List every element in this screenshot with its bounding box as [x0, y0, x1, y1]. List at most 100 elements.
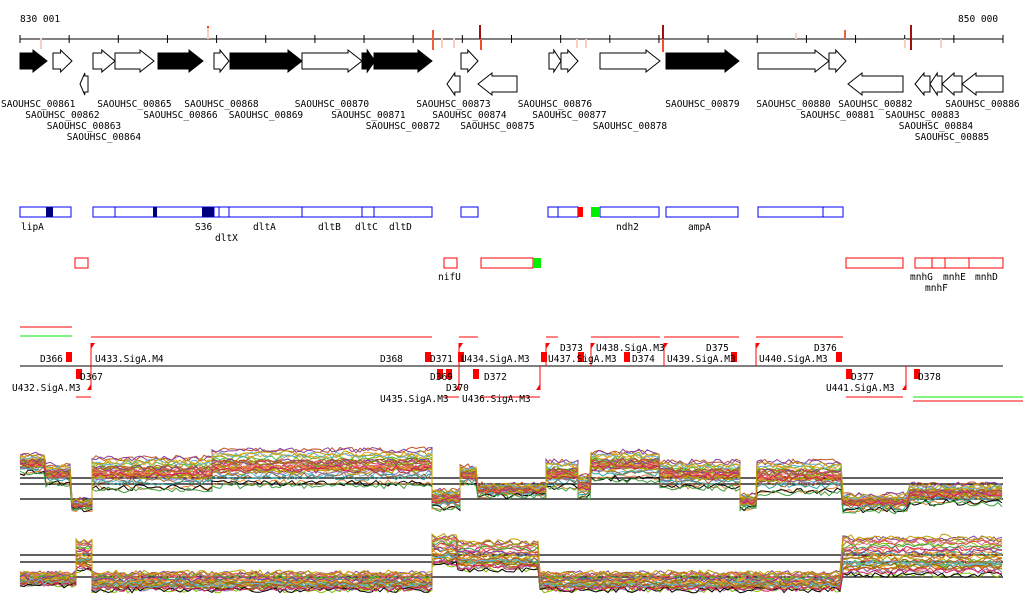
signal-label[interactable]: D375 [706, 343, 729, 354]
feature-box[interactable] [74, 257, 89, 269]
signal-label[interactable]: D369 [430, 372, 453, 383]
feature-box[interactable] [92, 206, 433, 218]
promoter-flag[interactable] [902, 384, 906, 390]
feature-box[interactable] [845, 257, 904, 269]
gene-label[interactable]: SAOUHSC_00876 [518, 99, 593, 110]
variant-marker[interactable] [432, 30, 434, 50]
gene-arrow[interactable] [599, 48, 661, 74]
gene-label[interactable]: SAOUHSC_00865 [97, 99, 171, 110]
signal-box[interactable] [836, 352, 842, 362]
variant-marker[interactable] [910, 25, 912, 50]
signal-label[interactable]: D371 [430, 354, 453, 365]
variant-marker[interactable] [940, 39, 942, 48]
gene-label[interactable]: SAOUHSC_00881 [800, 110, 875, 121]
promoter-flag[interactable] [591, 343, 595, 349]
variant-marker[interactable] [480, 39, 482, 50]
feature-box[interactable] [547, 206, 579, 218]
gene-arrow[interactable] [301, 48, 363, 74]
gene-label[interactable]: SAOUHSC_00868 [184, 99, 259, 110]
variant-marker[interactable] [795, 33, 797, 39]
gene-label[interactable]: SAOUHSC_00866 [143, 110, 218, 121]
gene-arrow[interactable] [52, 48, 73, 74]
gene-label[interactable]: SAOUHSC_00880 [756, 99, 831, 110]
gene-arrow[interactable] [213, 48, 230, 74]
variant-marker[interactable] [40, 38, 42, 49]
signal-label[interactable]: U441.SigA.M3 [826, 383, 895, 394]
signal-label[interactable]: D373 [560, 343, 583, 354]
signal-box[interactable] [846, 369, 852, 379]
gene-arrow[interactable] [79, 72, 89, 96]
variant-marker[interactable] [576, 39, 578, 48]
variant-marker[interactable] [207, 26, 209, 28]
gene-label[interactable]: SAOUHSC_00874 [432, 110, 507, 121]
gene-arrow[interactable] [757, 48, 830, 74]
signal-box[interactable] [541, 352, 547, 362]
gene-label[interactable]: SAOUHSC_00878 [593, 121, 668, 132]
signal-box[interactable] [578, 352, 584, 362]
signal-box[interactable] [914, 369, 920, 379]
gene-label[interactable]: SAOUHSC_00863 [47, 121, 121, 132]
signal-label[interactable]: U438.SigA.M3 [596, 343, 665, 354]
feature-label[interactable]: lipA [21, 222, 44, 233]
feature-box[interactable] [460, 206, 479, 218]
feature-label[interactable]: ndh2 [616, 222, 639, 233]
feature-box[interactable] [944, 257, 970, 269]
gene-arrow[interactable] [157, 48, 204, 74]
variant-marker[interactable] [662, 39, 664, 52]
signal-box[interactable] [731, 352, 737, 362]
feature-box[interactable] [665, 206, 739, 218]
gene-label[interactable]: SAOUHSC_00872 [366, 121, 440, 132]
variant-marker[interactable] [453, 38, 455, 48]
feature-label[interactable]: ampA [688, 222, 711, 233]
promoter-flag[interactable] [459, 343, 463, 349]
gene-label[interactable]: SAOUHSC_00861 [1, 99, 76, 110]
gene-arrow[interactable] [477, 71, 518, 97]
signal-label[interactable]: U435.SigA.M3 [380, 394, 449, 405]
gene-label[interactable]: SAOUHSC_00869 [229, 110, 304, 121]
signal-label[interactable]: D378 [918, 372, 941, 383]
gene-arrow[interactable] [961, 71, 1004, 97]
variant-marker[interactable] [441, 38, 443, 48]
feature-box[interactable] [968, 257, 1004, 269]
feature-box[interactable] [480, 257, 534, 269]
promoter-flag[interactable] [87, 384, 91, 390]
gene-arrow[interactable] [361, 48, 376, 74]
gene-label[interactable]: SAOUHSC_00885 [915, 132, 989, 143]
feature-label[interactable]: mnhD [975, 272, 998, 283]
signal-box[interactable] [473, 369, 479, 379]
feature-label[interactable]: nifU [438, 272, 461, 283]
signal-box[interactable] [446, 369, 452, 379]
gene-label[interactable]: SAOUHSC_00871 [331, 110, 406, 121]
signal-label[interactable]: D366 [40, 354, 63, 365]
feature-label[interactable]: mnhF [925, 283, 948, 294]
feature-label[interactable]: mnhE [943, 272, 966, 283]
gene-arrow[interactable] [941, 71, 963, 97]
feature-label[interactable]: dltD [389, 222, 412, 233]
variant-marker[interactable] [479, 25, 481, 39]
feature-label[interactable]: dltC [355, 222, 378, 233]
signal-label[interactable]: U433.SigA.M4 [95, 354, 164, 365]
gene-label[interactable]: SAOUHSC_00879 [665, 99, 740, 110]
gene-label[interactable]: SAOUHSC_00875 [460, 121, 534, 132]
promoter-flag[interactable] [91, 343, 95, 349]
feature-label[interactable]: dltX [215, 233, 238, 244]
gene-label[interactable]: SAOUHSC_00873 [416, 99, 490, 110]
feature-label[interactable]: S36 [195, 222, 212, 233]
variant-marker[interactable] [207, 27, 209, 39]
gene-arrow[interactable] [548, 48, 562, 74]
gene-arrow[interactable] [929, 71, 943, 97]
feature-label[interactable]: dltA [253, 222, 276, 233]
signal-label[interactable]: U436.SigA.M3 [462, 394, 531, 405]
signal-label[interactable]: D367 [80, 372, 103, 383]
signal-box[interactable] [76, 369, 82, 379]
signal-box[interactable] [425, 352, 431, 362]
signal-label[interactable]: D372 [484, 372, 507, 383]
gene-arrow[interactable] [373, 48, 433, 74]
signal-box[interactable] [437, 369, 443, 379]
feature-box[interactable] [443, 257, 458, 269]
signal-label[interactable]: D377 [851, 372, 874, 383]
signal-box[interactable] [458, 352, 464, 362]
gene-label[interactable]: SAOUHSC_00864 [67, 132, 142, 143]
signal-label[interactable]: D376 [814, 343, 837, 354]
feature-box[interactable] [931, 257, 946, 269]
